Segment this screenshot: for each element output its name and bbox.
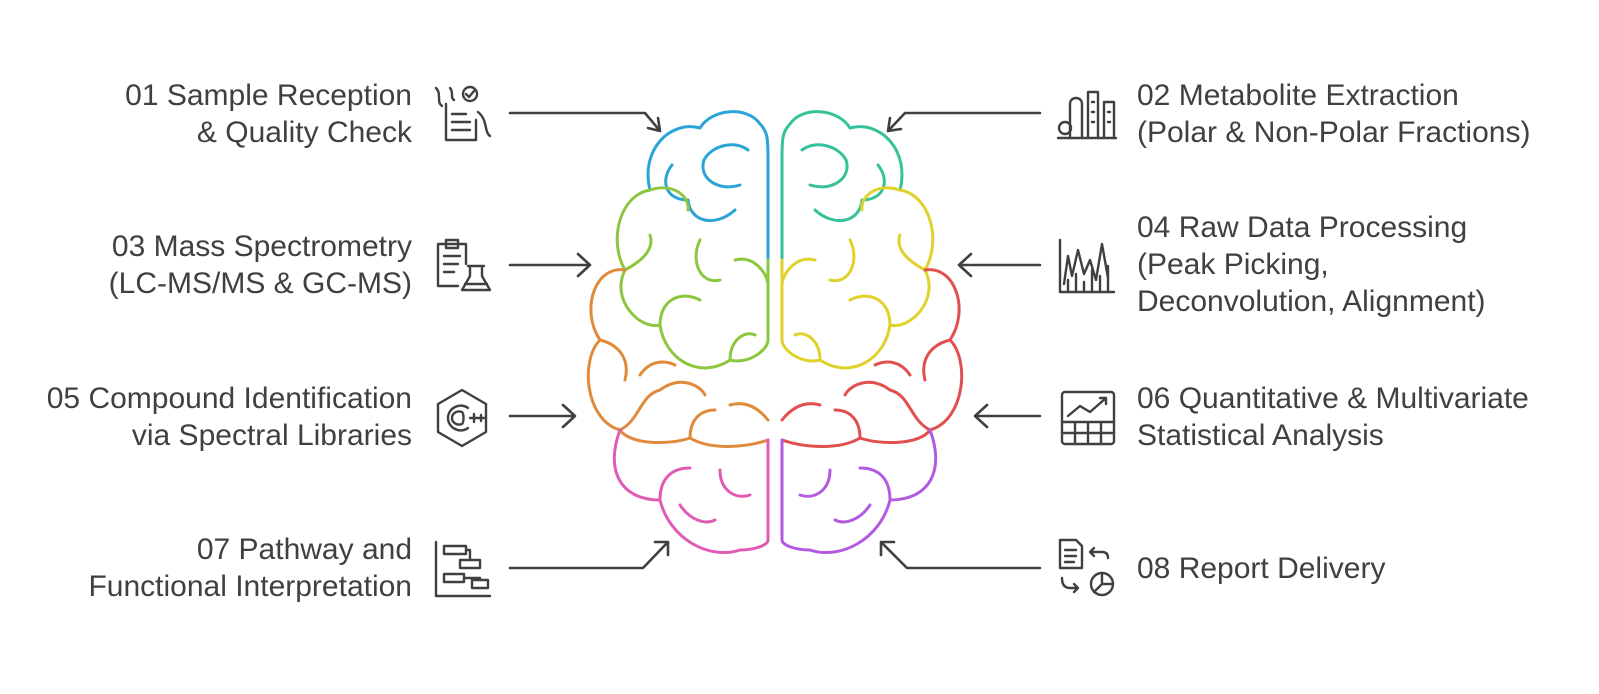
arrow-05 — [508, 403, 577, 429]
lobe-yellow — [780, 186, 935, 370]
lobe-teal — [780, 110, 904, 262]
lobe-lime — [615, 186, 770, 370]
step-02-label: 02 Metabolite Extraction (Polar & Non-Po… — [1137, 79, 1531, 149]
lobe-orange — [586, 268, 770, 448]
arrow-01 — [508, 111, 662, 133]
clipboard-flask-icon — [436, 238, 492, 292]
lobe-purple — [780, 428, 938, 555]
arrow-04 — [957, 252, 1042, 278]
arrow-02 — [886, 111, 1042, 133]
step-04-label: 04 Raw Data Processing (Peak Picking, De… — [1137, 211, 1486, 318]
step-06-label: 06 Quantitative & Multivariate Statistic… — [1137, 382, 1529, 452]
report-exchange-icon — [1058, 538, 1115, 597]
gantt-flow-icon — [434, 540, 492, 598]
brain-left-hemisphere — [586, 110, 770, 555]
factory-extraction-icon — [1056, 90, 1118, 140]
lobe-pink — [612, 428, 770, 555]
step-05-label: 05 Compound Identification via Spectral … — [46, 382, 412, 452]
lobe-red — [780, 268, 964, 448]
step-03-label: 03 Mass Spectrometry (LC-MS/MS & GC-MS) — [108, 230, 412, 300]
step-07-label: 07 Pathway and Functional Interpretation — [88, 533, 412, 603]
step-08-label: 08 Report Delivery — [1137, 552, 1386, 585]
sample-checklist-icon — [434, 85, 492, 142]
arrow-03 — [508, 252, 592, 278]
brain-right-hemisphere — [780, 110, 964, 555]
step-01-label: 01 Sample Reception & Quality Check — [125, 79, 412, 149]
spectrum-chart-icon — [1058, 238, 1116, 294]
arrow-07 — [508, 540, 670, 570]
arrow-08 — [879, 540, 1042, 570]
chart-table-icon — [1060, 390, 1116, 446]
cpp-hexagon-icon — [436, 388, 488, 448]
lobe-blue — [646, 110, 770, 262]
arrow-06 — [973, 403, 1042, 429]
